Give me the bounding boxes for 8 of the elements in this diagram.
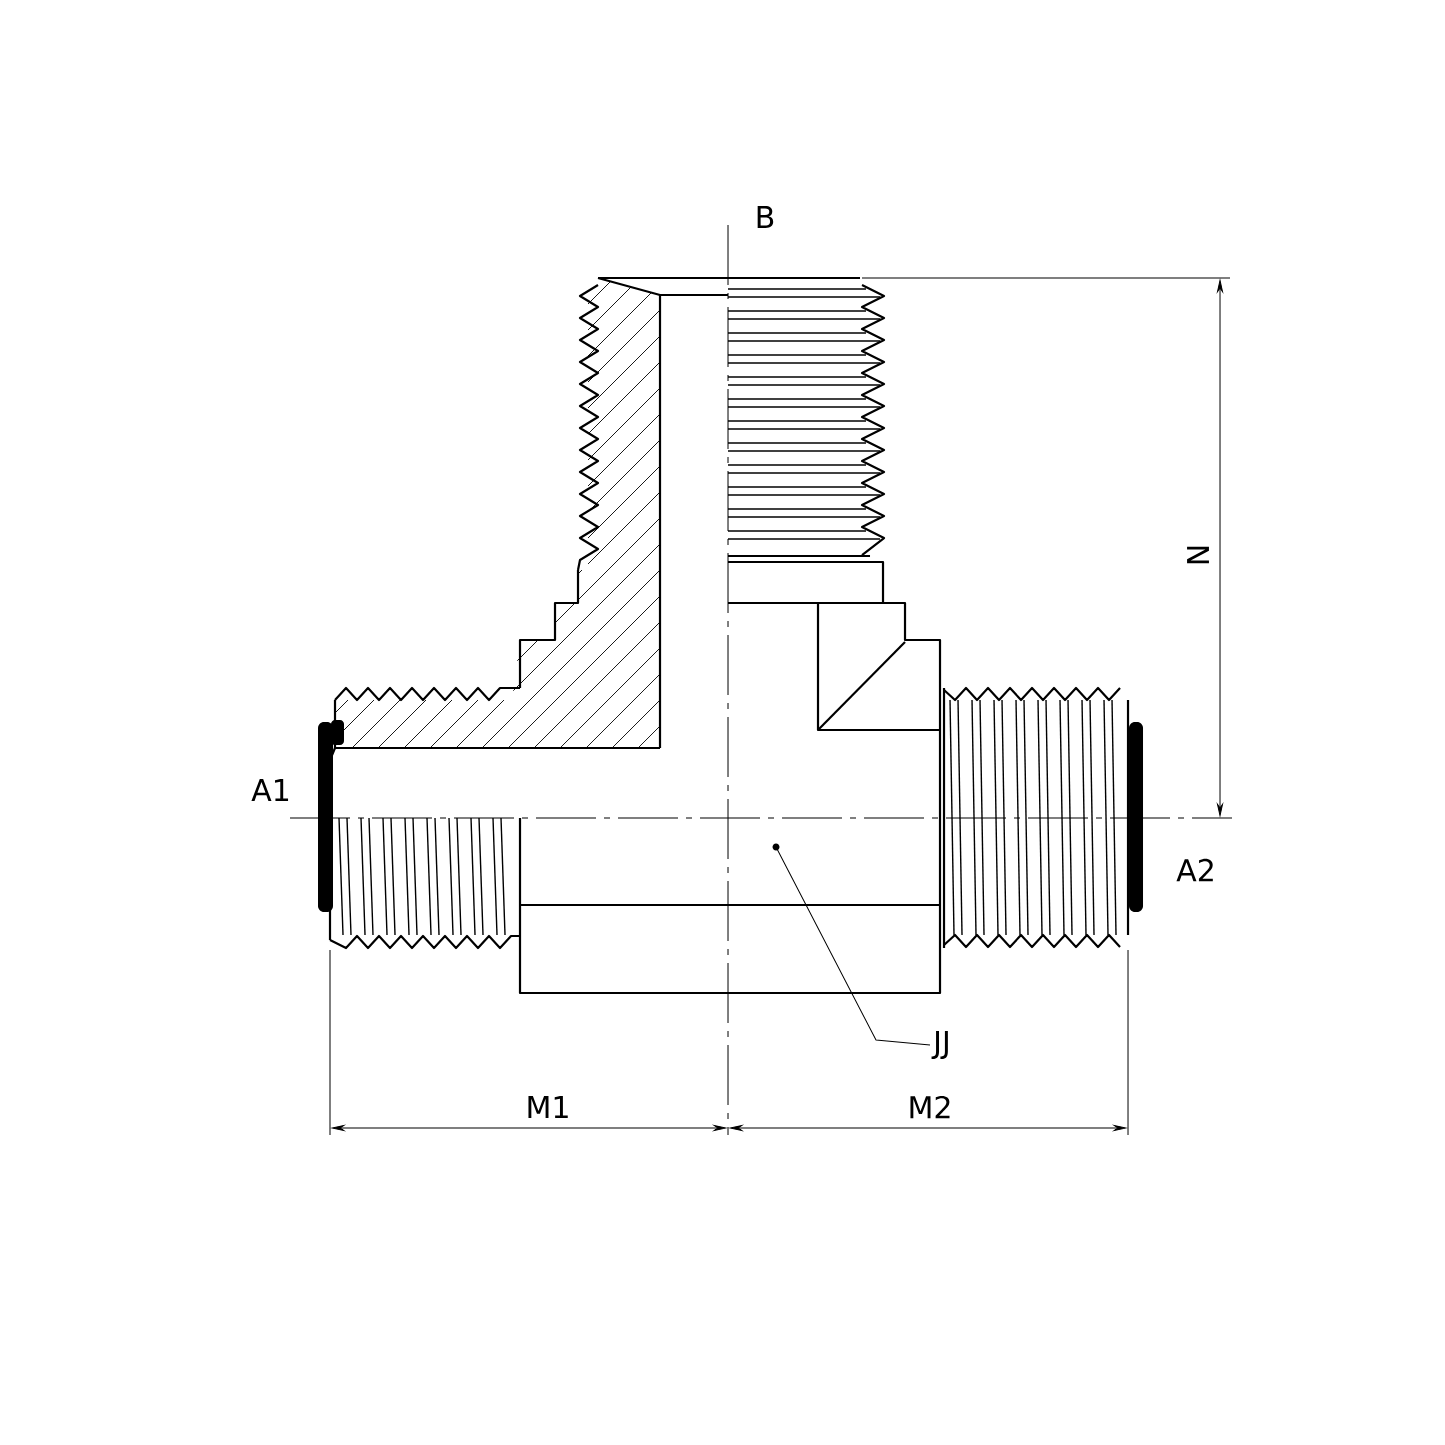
port-label: A1	[251, 779, 289, 801]
port-label: B	[757, 206, 774, 228]
dimension-label: M1	[528, 1096, 568, 1118]
dimension-label: M2	[910, 1095, 950, 1119]
part-label: JJ	[931, 1031, 948, 1059]
dimension-label: N	[1187, 546, 1209, 564]
leader-line	[775, 846, 931, 1046]
port-label: A2	[1176, 858, 1213, 882]
